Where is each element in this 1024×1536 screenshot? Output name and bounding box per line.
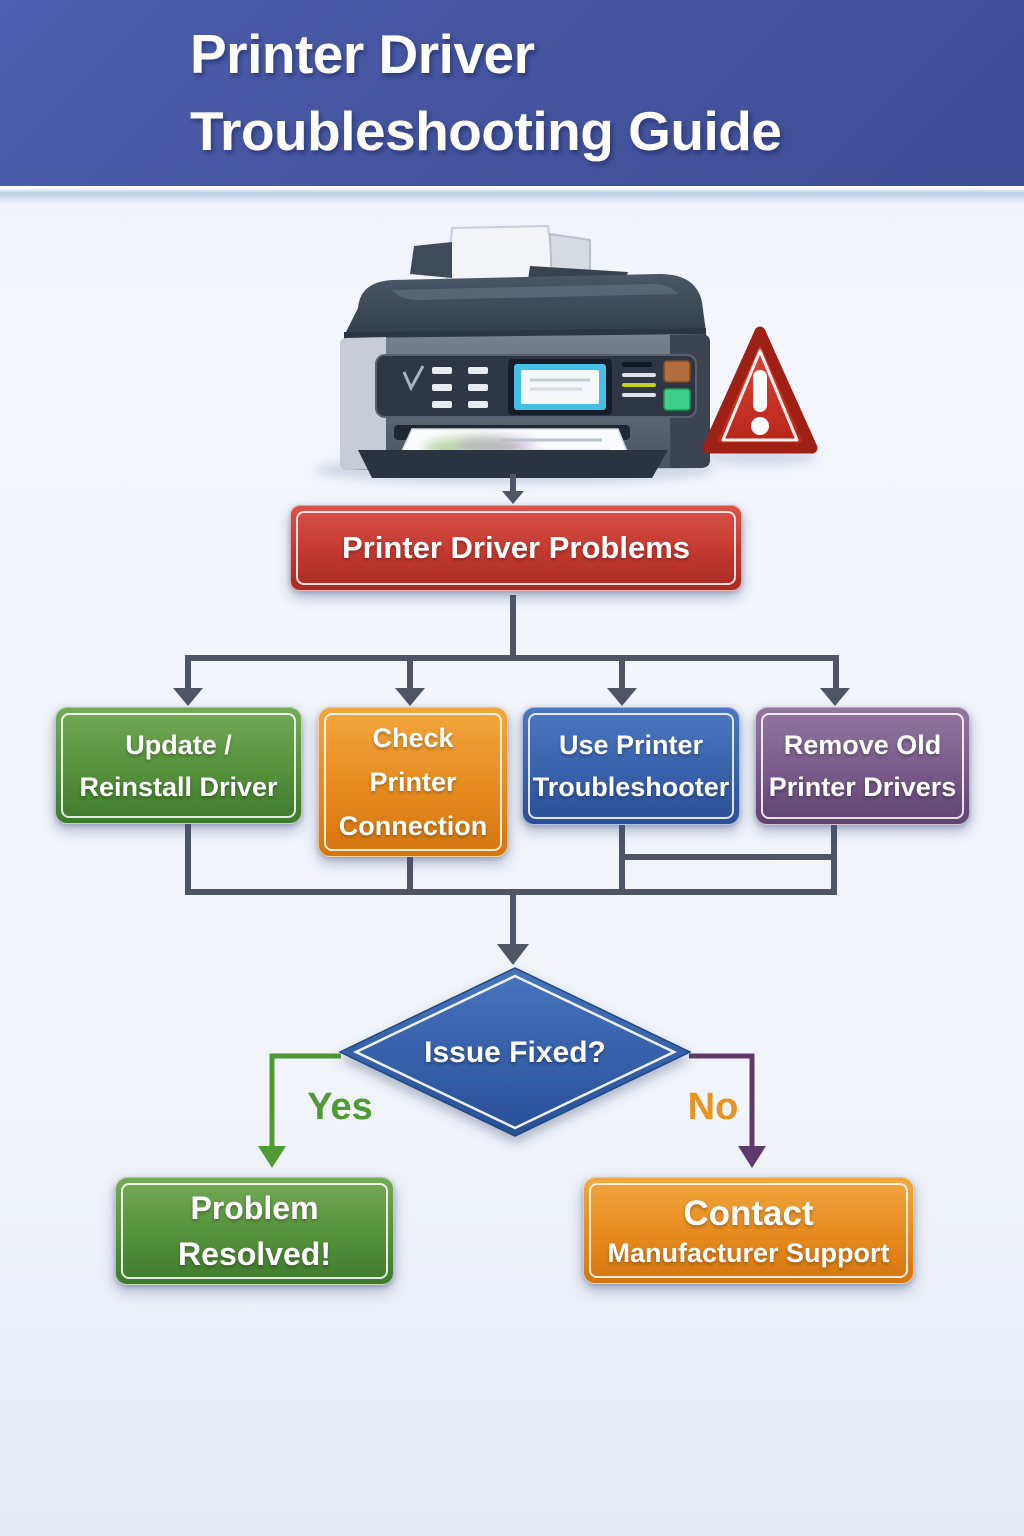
node-label-line2: Manufacturer Support <box>607 1237 890 1268</box>
node-remove-old-printer-drivers: Remove Old Printer Drivers <box>755 707 970 825</box>
node-label: Remove Old Printer Drivers <box>768 730 957 802</box>
warning-triangle-icon <box>702 326 818 454</box>
printer-illustration <box>315 224 818 484</box>
node-label: Problem Resolved! <box>178 1190 331 1272</box>
edge-label-yes: Yes <box>307 1086 373 1128</box>
node-update-reinstall-driver: Update / Reinstall Driver <box>55 707 302 824</box>
node-problem-resolved: Problem Resolved! <box>115 1177 394 1285</box>
banner <box>0 0 1024 186</box>
node-contact-manufacturer-support: Contact Manufacturer Support <box>583 1177 914 1284</box>
node-label: Check Printer Connection <box>338 723 488 841</box>
diamond-shape <box>338 967 692 1137</box>
node-label-line1: Contact <box>683 1193 814 1233</box>
node-label: Update / Reinstall Driver <box>79 729 278 802</box>
node-label: Printer Driver Problems <box>341 530 691 565</box>
decision-issue-fixed: Issue Fixed? <box>424 1036 606 1069</box>
edge-label-no: No <box>687 1086 739 1128</box>
node-printer-driver-problems: Printer Driver Problems <box>290 505 742 591</box>
node-label: Use Printer Troubleshooter <box>532 730 730 802</box>
node-check-printer-connection: Check Printer Connection <box>318 707 508 857</box>
page-title: Printer Driver Troubleshooting Guide <box>190 23 782 162</box>
banner-edge <box>0 186 1024 204</box>
node-use-printer-troubleshooter: Use Printer Troubleshooter <box>522 707 740 825</box>
